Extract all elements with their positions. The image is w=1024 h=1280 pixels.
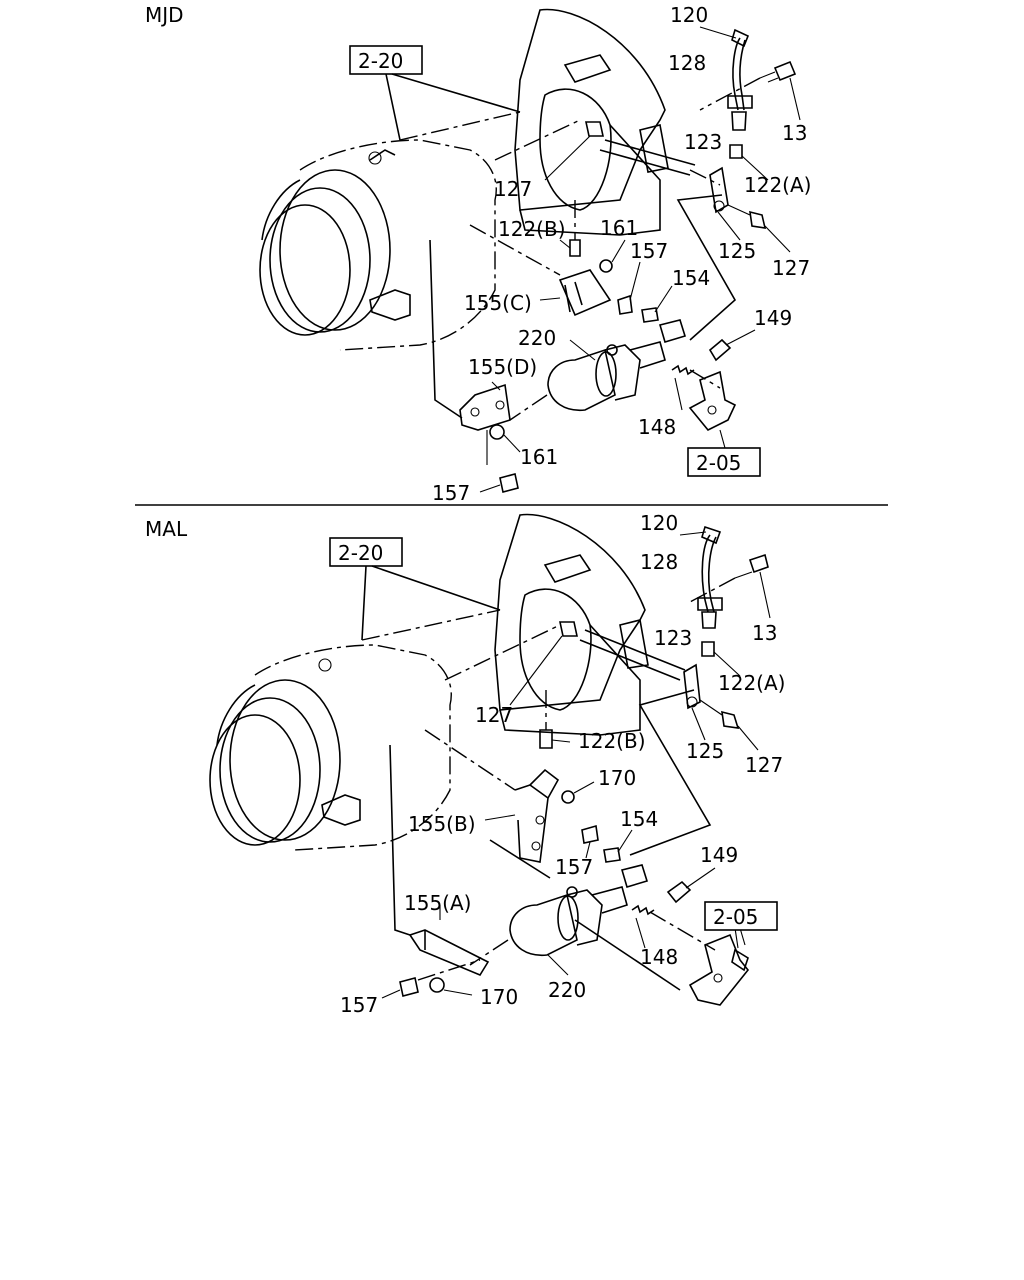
fitting-122a bbox=[701, 641, 741, 677]
callout-155b: 155(B) bbox=[408, 812, 476, 836]
transmission-housing bbox=[494, 513, 646, 736]
ref-box-2-20[interactable] bbox=[329, 537, 403, 567]
bolt-157-bottom bbox=[381, 959, 481, 999]
control-cable bbox=[629, 689, 712, 856]
ref-label-2-20: 2-20 bbox=[358, 49, 403, 73]
callout-122b: 122(B) bbox=[498, 217, 566, 241]
bracket-125 bbox=[709, 166, 741, 241]
callout-127: 127 bbox=[494, 177, 532, 201]
callout-120: 120 bbox=[640, 511, 678, 535]
callout-125: 125 bbox=[718, 239, 756, 263]
bracket-125 bbox=[683, 663, 706, 741]
callout-13: 13 bbox=[782, 121, 807, 145]
callout-148: 148 bbox=[638, 415, 676, 439]
callout-155c: 155(C) bbox=[464, 291, 532, 315]
callout-127: 127 bbox=[475, 703, 513, 727]
callout-122a: 122(A) bbox=[718, 671, 785, 695]
fitting-127-left bbox=[544, 121, 604, 181]
ref-box-2-05[interactable] bbox=[687, 447, 761, 477]
bolt-157-mid bbox=[581, 824, 599, 859]
callout-157: 157 bbox=[630, 239, 668, 263]
ref-box-2-05[interactable] bbox=[704, 901, 778, 931]
nut-170-bottom bbox=[429, 977, 473, 996]
callout-122a: 122(A) bbox=[744, 173, 811, 197]
callout-13: 13 bbox=[752, 621, 777, 645]
callouts-mal: 120 128 13 123 122(A) 127 122(B) 125 127… bbox=[340, 511, 785, 1017]
shift-shaft bbox=[599, 124, 721, 186]
callout-161: 161 bbox=[600, 216, 638, 240]
ref-label-2-05: 2-05 bbox=[713, 905, 758, 929]
callout-127-right: 127 bbox=[772, 256, 810, 280]
ref-label-2-05: 2-05 bbox=[696, 451, 741, 475]
fitting-127-right bbox=[699, 699, 759, 751]
plate-2-05 bbox=[688, 927, 750, 1006]
callout-128: 128 bbox=[668, 51, 706, 75]
callout-122b: 122(B) bbox=[578, 729, 646, 753]
nut-161-top bbox=[599, 239, 626, 273]
ref-leader-2-20 bbox=[385, 73, 521, 141]
fitting-127-left bbox=[509, 621, 578, 706]
lever-149 bbox=[666, 867, 716, 904]
bracket-155d bbox=[429, 239, 511, 431]
callout-154: 154 bbox=[620, 807, 658, 831]
callout-120: 120 bbox=[670, 3, 708, 27]
callout-220: 220 bbox=[518, 326, 556, 350]
section-title: MJD bbox=[145, 3, 184, 27]
callout-155a: 155(A) bbox=[404, 891, 471, 915]
nut-161-bottom bbox=[486, 424, 521, 465]
pin-154 bbox=[641, 285, 673, 323]
fitting-122b bbox=[539, 690, 571, 749]
callout-148: 148 bbox=[640, 945, 678, 969]
bracket-155c bbox=[469, 224, 612, 317]
pipe-120 bbox=[699, 26, 753, 131]
ref-leader-2-20 bbox=[361, 565, 501, 641]
section-mal: MAL 2-20 bbox=[145, 511, 785, 1017]
callout-157-bottom: 157 bbox=[340, 993, 378, 1017]
spring-148 bbox=[631, 904, 716, 951]
control-cable bbox=[676, 194, 737, 341]
callout-128: 128 bbox=[640, 550, 678, 574]
bolt-157-mid bbox=[617, 261, 641, 315]
callout-149: 149 bbox=[700, 843, 738, 867]
callout-125: 125 bbox=[686, 739, 724, 763]
nut-170-top bbox=[561, 781, 595, 804]
lever-149 bbox=[708, 329, 756, 362]
shift-shaft bbox=[579, 619, 686, 681]
callout-154: 154 bbox=[672, 266, 710, 290]
spring-148 bbox=[671, 364, 695, 411]
bolt-157-bottom bbox=[479, 473, 519, 493]
callout-149: 149 bbox=[754, 306, 792, 330]
cylinder-220 bbox=[469, 864, 681, 991]
callout-123: 123 bbox=[684, 130, 722, 154]
fitting-127-right bbox=[727, 204, 791, 253]
callout-157-bottom: 157 bbox=[432, 481, 470, 505]
ref-label-2-20: 2-20 bbox=[338, 541, 383, 565]
section-mjd: MJD 2-20 bbox=[145, 3, 811, 505]
engine-block bbox=[259, 111, 581, 351]
bolt-13 bbox=[699, 60, 801, 121]
bracket-155b bbox=[424, 729, 560, 879]
callout-170: 170 bbox=[598, 766, 636, 790]
callout-220: 220 bbox=[548, 978, 586, 1002]
cylinder-220 bbox=[509, 319, 687, 421]
callouts-mjd: 120 128 13 123 122(A) 127 122(B) 161 157… bbox=[432, 3, 811, 505]
section-title: MAL bbox=[145, 517, 188, 541]
bolt-13 bbox=[689, 553, 771, 619]
callout-127-right: 127 bbox=[745, 753, 783, 777]
callout-155d: 155(D) bbox=[468, 355, 537, 379]
callout-123: 123 bbox=[654, 626, 692, 650]
engine-block bbox=[209, 609, 561, 851]
pipe-120 bbox=[679, 525, 723, 629]
fitting-122a bbox=[729, 144, 769, 181]
callout-157-mid: 157 bbox=[555, 855, 593, 879]
plate-2-05 bbox=[688, 369, 737, 449]
bracket-155a bbox=[389, 744, 490, 977]
callout-161-bottom: 161 bbox=[520, 445, 558, 469]
fitting-122b bbox=[559, 200, 581, 257]
pin-154 bbox=[603, 829, 633, 863]
callout-170-bottom: 170 bbox=[480, 985, 518, 1009]
transmission-housing bbox=[514, 8, 666, 236]
